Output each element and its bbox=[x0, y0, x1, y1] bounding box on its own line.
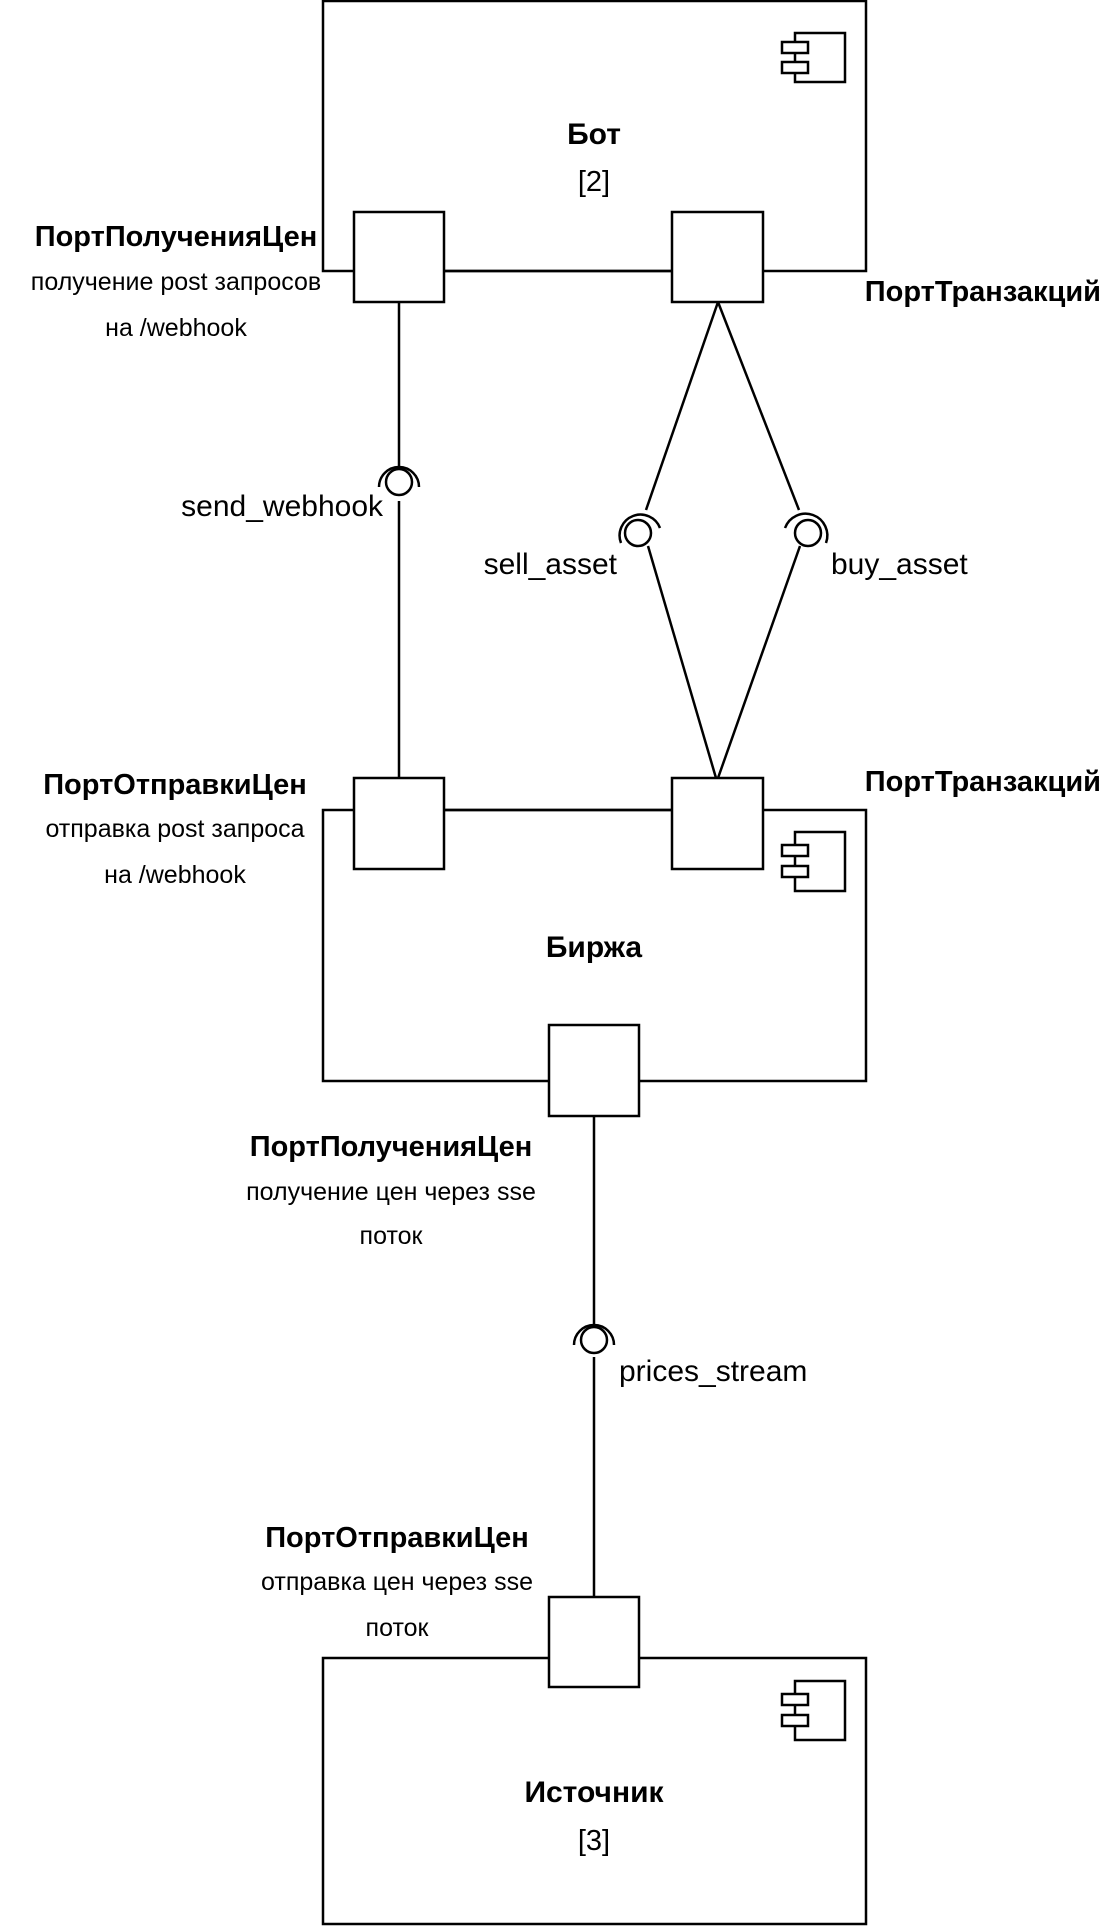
port-source-price-out[interactable] bbox=[547, 1595, 641, 1689]
port-exchange-price-out[interactable] bbox=[352, 776, 446, 871]
port-label-exchange-price-in: ПортПолученияЦен получение цен через sse… bbox=[246, 1131, 536, 1250]
component-icon bbox=[780, 830, 847, 893]
interface-label-send-webhook: send_webhook bbox=[181, 490, 384, 523]
port-exchange-price-in[interactable] bbox=[547, 1023, 641, 1118]
provided-interface-ball bbox=[623, 518, 653, 548]
required-interface-socket bbox=[783, 512, 829, 544]
interface-label-sell-asset: sell_asset bbox=[484, 548, 618, 581]
port-bot-price-in[interactable] bbox=[352, 210, 446, 304]
port-label-exchange-transactions: ПортТранзакций bbox=[865, 766, 1101, 798]
component-multiplicity: [2] bbox=[578, 166, 610, 198]
component-title: Бот bbox=[567, 118, 621, 151]
required-interface-socket bbox=[572, 1323, 616, 1346]
port-label-bot-transactions: ПортТранзакций bbox=[865, 276, 1101, 308]
provided-interface-ball bbox=[579, 1325, 609, 1355]
port-description: на /webhook bbox=[104, 861, 246, 889]
port-name: ПортПолученияЦен bbox=[250, 1131, 533, 1163]
port-description: на /webhook bbox=[105, 314, 247, 342]
component-title: Источник bbox=[524, 1776, 664, 1809]
provided-interface-ball bbox=[384, 467, 414, 497]
connector-buy-asset[interactable] bbox=[716, 301, 829, 779]
interface-label-prices-stream: prices_stream bbox=[619, 1355, 807, 1388]
component-icon bbox=[780, 1679, 847, 1742]
interface-label-buy-asset: buy_asset bbox=[831, 548, 968, 581]
component-source[interactable]: Источник [3] bbox=[321, 1656, 868, 1926]
required-interface-socket bbox=[618, 513, 662, 544]
port-description: получение post запросов bbox=[31, 268, 321, 296]
port-exchange-transactions[interactable] bbox=[670, 776, 765, 871]
component-icon bbox=[780, 31, 847, 84]
port-description: получение цен через sse bbox=[246, 1178, 536, 1206]
connector-sell-asset[interactable] bbox=[618, 301, 720, 779]
component-title: Биржа bbox=[546, 931, 643, 964]
port-label-exchange-price-out: ПортОтправкиЦен отправка post запроса на… bbox=[43, 769, 307, 889]
port-name: ПортПолученияЦен bbox=[35, 221, 318, 253]
port-description: поток bbox=[360, 1222, 424, 1250]
port-name: ПортОтправкиЦен bbox=[43, 769, 307, 801]
port-label-source-price-out: ПортОтправкиЦен отправка цен через sse п… bbox=[261, 1522, 533, 1642]
required-interface-socket bbox=[377, 465, 421, 488]
provided-interface-ball bbox=[793, 518, 823, 548]
port-description: отправка цен через sse bbox=[261, 1568, 533, 1596]
port-label-bot-price-in: ПортПолученияЦен получение post запросов… bbox=[31, 221, 321, 342]
connector-prices-stream[interactable] bbox=[572, 1116, 616, 1597]
port-name: ПортОтправкиЦен bbox=[265, 1522, 529, 1554]
connector-send-webhook[interactable] bbox=[377, 302, 421, 778]
port-description: отправка post запроса bbox=[45, 815, 304, 843]
port-bot-transactions[interactable] bbox=[670, 210, 765, 304]
port-description: поток bbox=[366, 1614, 430, 1642]
component-multiplicity: [3] bbox=[578, 1825, 610, 1857]
